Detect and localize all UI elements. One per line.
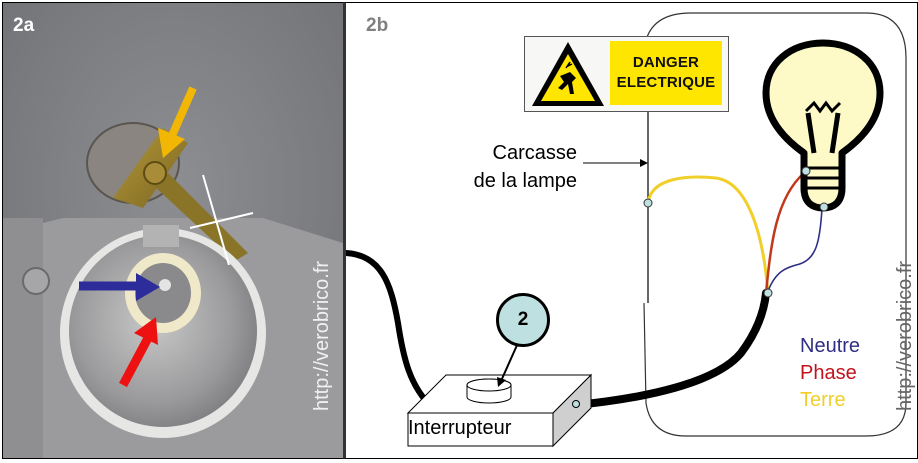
blue-arrow [79, 273, 160, 301]
wire-legend: Neutre Phase Terre [800, 333, 860, 414]
carcasse-line-2: de la lampe [473, 170, 577, 192]
panel-2a-photo: 2a http://verobrico.fr [2, 2, 344, 459]
screw-head [22, 267, 50, 295]
step-badge: 2 [496, 293, 550, 347]
carcasse-label: Carcasse de la lampe [474, 139, 577, 195]
earth-connector [643, 198, 653, 208]
watermark-text: http://verobrico.fr [311, 260, 333, 411]
legend-neutre: Neutre [800, 335, 861, 357]
carcasse-arrow-head [640, 159, 648, 167]
socket [135, 263, 191, 323]
white-cross-line-2 [189, 212, 254, 229]
sign-line-2: ELECTRIQUE [616, 74, 716, 91]
bolt [143, 161, 167, 185]
phase-wire [764, 172, 805, 294]
switch-box [406, 373, 593, 448]
earth-wire [646, 175, 770, 294]
phase-connector [801, 166, 811, 176]
lamp-housing-outline [643, 12, 907, 437]
power-cable-out [572, 289, 770, 409]
white-cross-line-1 [202, 174, 230, 266]
panel-label-2a: 2a [13, 15, 35, 36]
neutral-wire [767, 207, 823, 292]
center-contact [159, 279, 171, 291]
badge-pointer-head [497, 377, 506, 387]
cable-junction [763, 288, 773, 298]
red-arrow [119, 317, 158, 388]
danger-text-panel: DANGER ELECTRIQUE [610, 41, 722, 105]
light-bulb-icon [762, 39, 884, 212]
panel-label-2b: 2b [366, 15, 389, 36]
badge-pointer-line [500, 342, 519, 382]
legend-phase: Phase [800, 362, 857, 384]
watermark-text: http://verobrico.fr [894, 260, 916, 411]
power-cable-in [346, 250, 429, 404]
sign-line-1: DANGER [632, 54, 700, 71]
clip [143, 225, 179, 247]
wiring-diagram [346, 12, 907, 448]
neutral-connector [819, 202, 829, 212]
photo-illustration [3, 3, 343, 458]
electric-hazard-icon [532, 42, 604, 106]
danger-sign: DANGER ELECTRIQUE [524, 36, 729, 112]
legend-terre: Terre [800, 389, 846, 411]
brass-arm [153, 173, 248, 261]
switch-label: Interrupteur [408, 417, 512, 439]
carcasse-line-1: Carcasse [492, 142, 577, 164]
panel-2b-diagram: 2b DANGER ELECTRIQUE Carcasse de la lamp… [343, 2, 918, 459]
yellow-arrow [158, 86, 197, 158]
